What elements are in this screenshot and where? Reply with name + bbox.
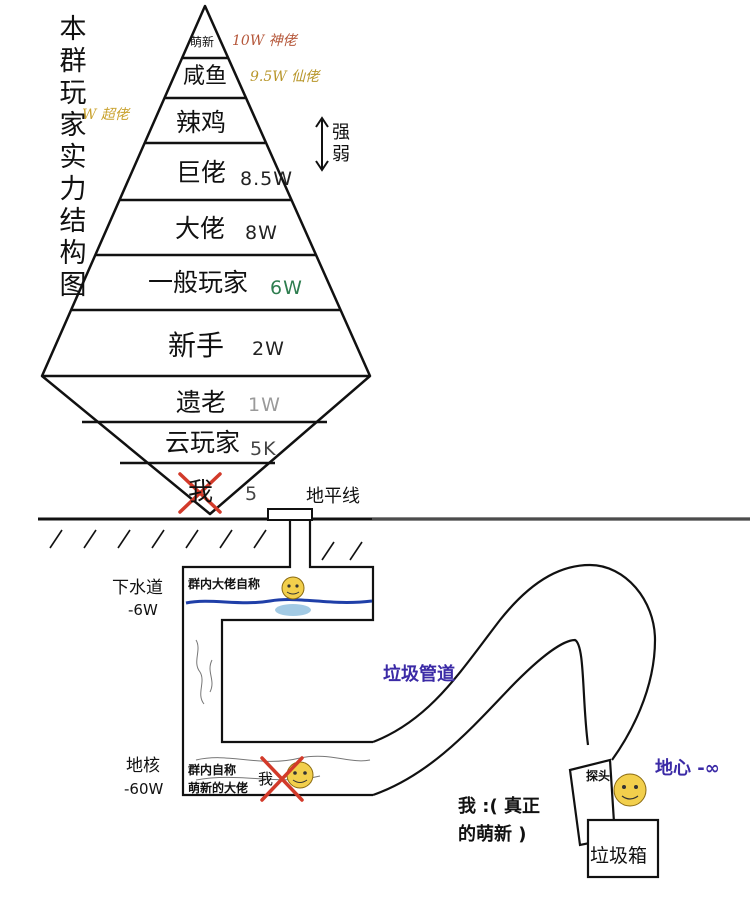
pyramid-tier-lines — [42, 56, 370, 465]
tier-value: 8.5W — [240, 168, 294, 190]
tier-label: 辣鸡 — [176, 108, 227, 137]
tier-label: 巨佬 — [176, 158, 227, 187]
horizon-label: 地平线 — [306, 486, 360, 507]
side-note: W 超佬 — [82, 107, 129, 123]
core-tag-2: 萌新的大佬 — [188, 781, 249, 795]
tier-value: 2W — [252, 338, 285, 360]
core-me-label: 我 — [258, 770, 274, 788]
tier-label: 一般玩家 — [148, 268, 249, 297]
sewer-label: 下水道 — [112, 578, 163, 598]
vertical-title: 本群玩家实力结构图 — [59, 14, 87, 301]
tier-label: 云玩家 — [165, 428, 241, 457]
garbage-pipe — [372, 563, 657, 797]
tier-label-me: 我 — [188, 477, 214, 506]
tier-value: 5K — [250, 438, 277, 460]
strong-label: 强 — [332, 122, 350, 143]
tier-value: 10W 神佬 — [232, 33, 297, 49]
sewer-structure — [181, 520, 375, 797]
tier-value: 9.5W 仙佬 — [250, 69, 320, 85]
core-cross-out-icon — [260, 756, 304, 802]
sewer-tag: 群内大佬自称 — [188, 577, 261, 591]
tier-label: 咸鱼 — [183, 64, 228, 89]
tier-value: 5 — [245, 483, 259, 505]
water-line — [185, 598, 373, 605]
real-newbie-line-1: 我 :( 真正 — [458, 796, 540, 817]
tier-value: 6W — [270, 277, 303, 299]
weak-label: 弱 — [332, 144, 350, 165]
cross-out-icon — [178, 472, 222, 514]
tier-label: 萌新 — [190, 35, 215, 49]
sewer-value: -6W — [128, 601, 158, 619]
core-figure-icon — [286, 761, 314, 789]
tier-label: 新手 — [168, 329, 225, 362]
core-tag-1: 群内自称 — [188, 763, 237, 777]
pipe-label: 垃圾管道 — [383, 664, 455, 685]
real-newbie-line-2: 的萌新 ) — [458, 824, 527, 845]
bin-lid-text: 探头 — [586, 769, 611, 783]
tier-value: 8W — [245, 222, 278, 244]
tier-label: 遗老 — [176, 388, 227, 417]
bin-figure-icon — [613, 773, 647, 807]
tier-label: 大佬 — [175, 214, 226, 243]
tier-value: 1W — [248, 394, 281, 416]
ground — [38, 508, 750, 561]
earth-center-label: 地心 -∞ — [655, 758, 720, 779]
bin-label: 垃圾箱 — [590, 845, 648, 867]
core-label: 地核 — [126, 756, 160, 776]
core-value: -60W — [124, 780, 164, 798]
garbage-bin-icon — [568, 758, 660, 879]
pyramid-outline — [40, 4, 372, 516]
sewer-figure-icon — [275, 576, 311, 616]
strength-arrow-icon — [315, 116, 329, 172]
